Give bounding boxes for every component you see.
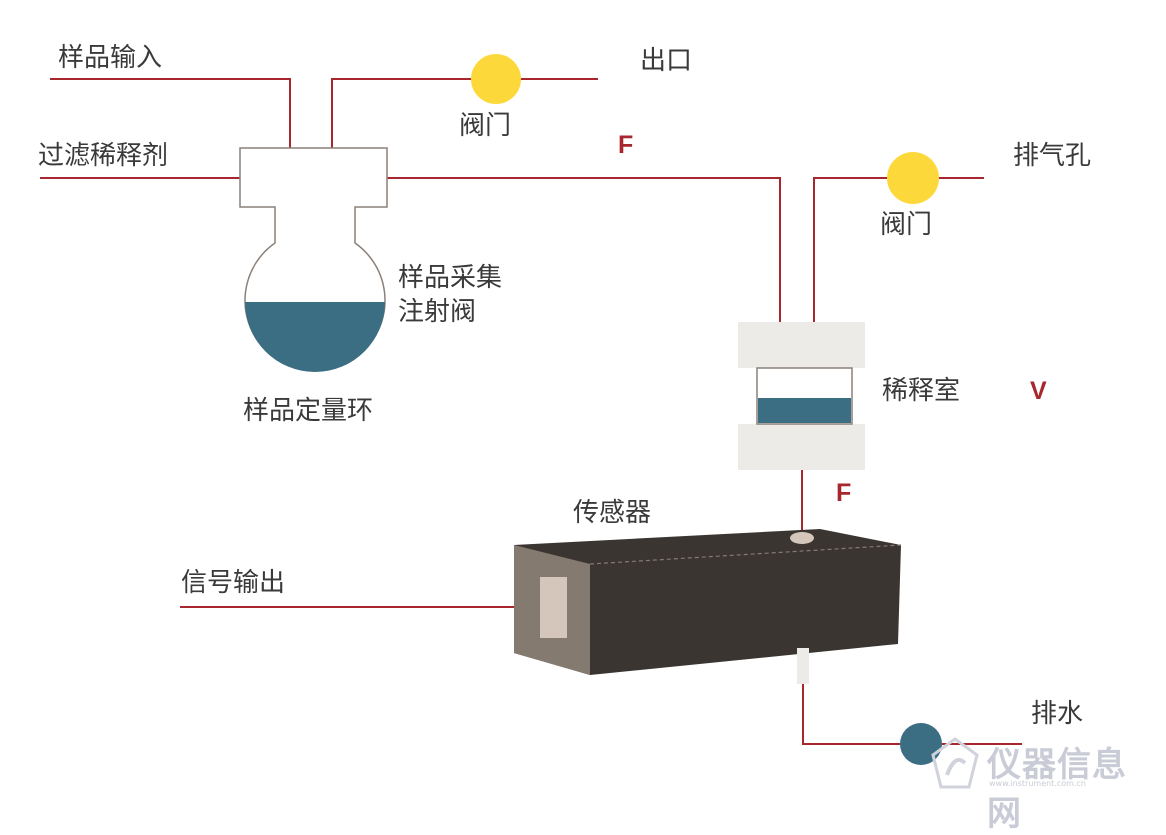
sensor-label: 传感器: [573, 498, 652, 528]
top-valve-icon[interactable]: [471, 54, 521, 104]
chamber-top-block: [738, 322, 865, 368]
dilution-flow-diagram: [40, 54, 1022, 765]
watermark-logo-icon: [931, 737, 979, 789]
sample-input-pipe: [50, 78, 291, 148]
outlet-label: 出口: [640, 46, 693, 76]
sample-loop-label: 样品定量环: [243, 396, 374, 426]
chamber-bottom-block: [738, 424, 865, 470]
vent-valve-icon[interactable]: [887, 152, 939, 204]
watermark-sub: www.instrument.com.cn: [989, 779, 1086, 788]
top-valve-label: 阀门: [459, 111, 512, 141]
sensor-inlet-port: [790, 532, 814, 544]
injection-valve-label-1: 样品采集: [398, 263, 503, 293]
sample-input-label: 样品输入: [58, 43, 163, 73]
watermark: 仪器信息网 www.instrument.com.cn: [925, 735, 1160, 834]
sensor-drain-port: [797, 648, 809, 684]
dilution-chamber-label: 稀释室: [882, 376, 961, 406]
flow-rate-bottom-label: F: [836, 479, 852, 507]
sensor-body: [514, 529, 901, 675]
injection-valve-label-2: 注射阀: [398, 297, 477, 327]
drain-label: 排水: [1031, 699, 1084, 729]
filtered-diluent-label: 过滤稀释剂: [38, 141, 169, 171]
chamber-liquid: [758, 398, 851, 423]
signal-output-label: 信号输出: [181, 568, 286, 598]
sensor-top-edge: [589, 544, 902, 565]
sample-loop-liquid: [245, 302, 385, 372]
volume-label: V: [1030, 377, 1047, 405]
flow-rate-top-label: F: [618, 131, 634, 159]
vent-valve-label: 阀门: [880, 210, 933, 240]
valve-to-chamber-pipe: [387, 177, 781, 322]
sensor-window: [540, 577, 567, 638]
vent-label: 排气孔: [1013, 141, 1092, 171]
